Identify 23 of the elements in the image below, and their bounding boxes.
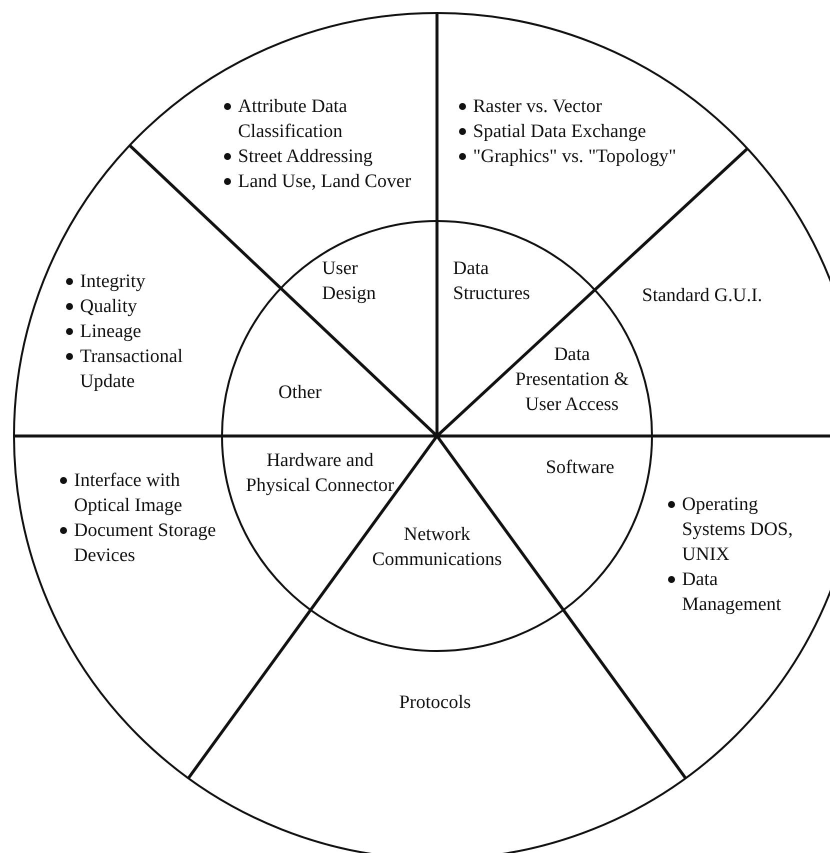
list-item-text: Data Management (682, 568, 782, 617)
list-item-text: Land Use, Land Cover (238, 170, 412, 194)
list-item-text: Operating Systems DOS, UNIX (682, 493, 794, 567)
list-item-text: Quality (80, 295, 137, 319)
segment-label: Software (530, 455, 630, 480)
segment-label: Data Structures (453, 256, 553, 306)
list-item-text: Interface with Optical Image (74, 469, 184, 518)
segment-label: Hardware and Physical Connector (245, 448, 395, 498)
segment-label: Network Communications (362, 522, 512, 572)
list-item-text: "Graphics" vs. "Topology" (473, 145, 676, 169)
list-item-text: Transactional Update (80, 345, 184, 394)
list-item-text: Raster vs. Vector (473, 95, 602, 119)
list-item-text: Document Storage Devices (74, 519, 217, 568)
segment-label: Standard G.U.I. (642, 283, 802, 308)
list-item-text: Attribute Data Classification (238, 95, 348, 144)
list-item-text: Lineage (80, 320, 142, 344)
segment-label: Data Presentation & User Access (508, 342, 636, 417)
list-item-text: Street Addressing (238, 145, 373, 169)
segment-label: User Design (322, 256, 402, 306)
segment-label: Protocols (380, 690, 490, 715)
segment-label: Other (265, 380, 335, 405)
list-item-text: Spatial Data Exchange (473, 120, 646, 144)
list-item-text: Integrity (80, 270, 146, 294)
